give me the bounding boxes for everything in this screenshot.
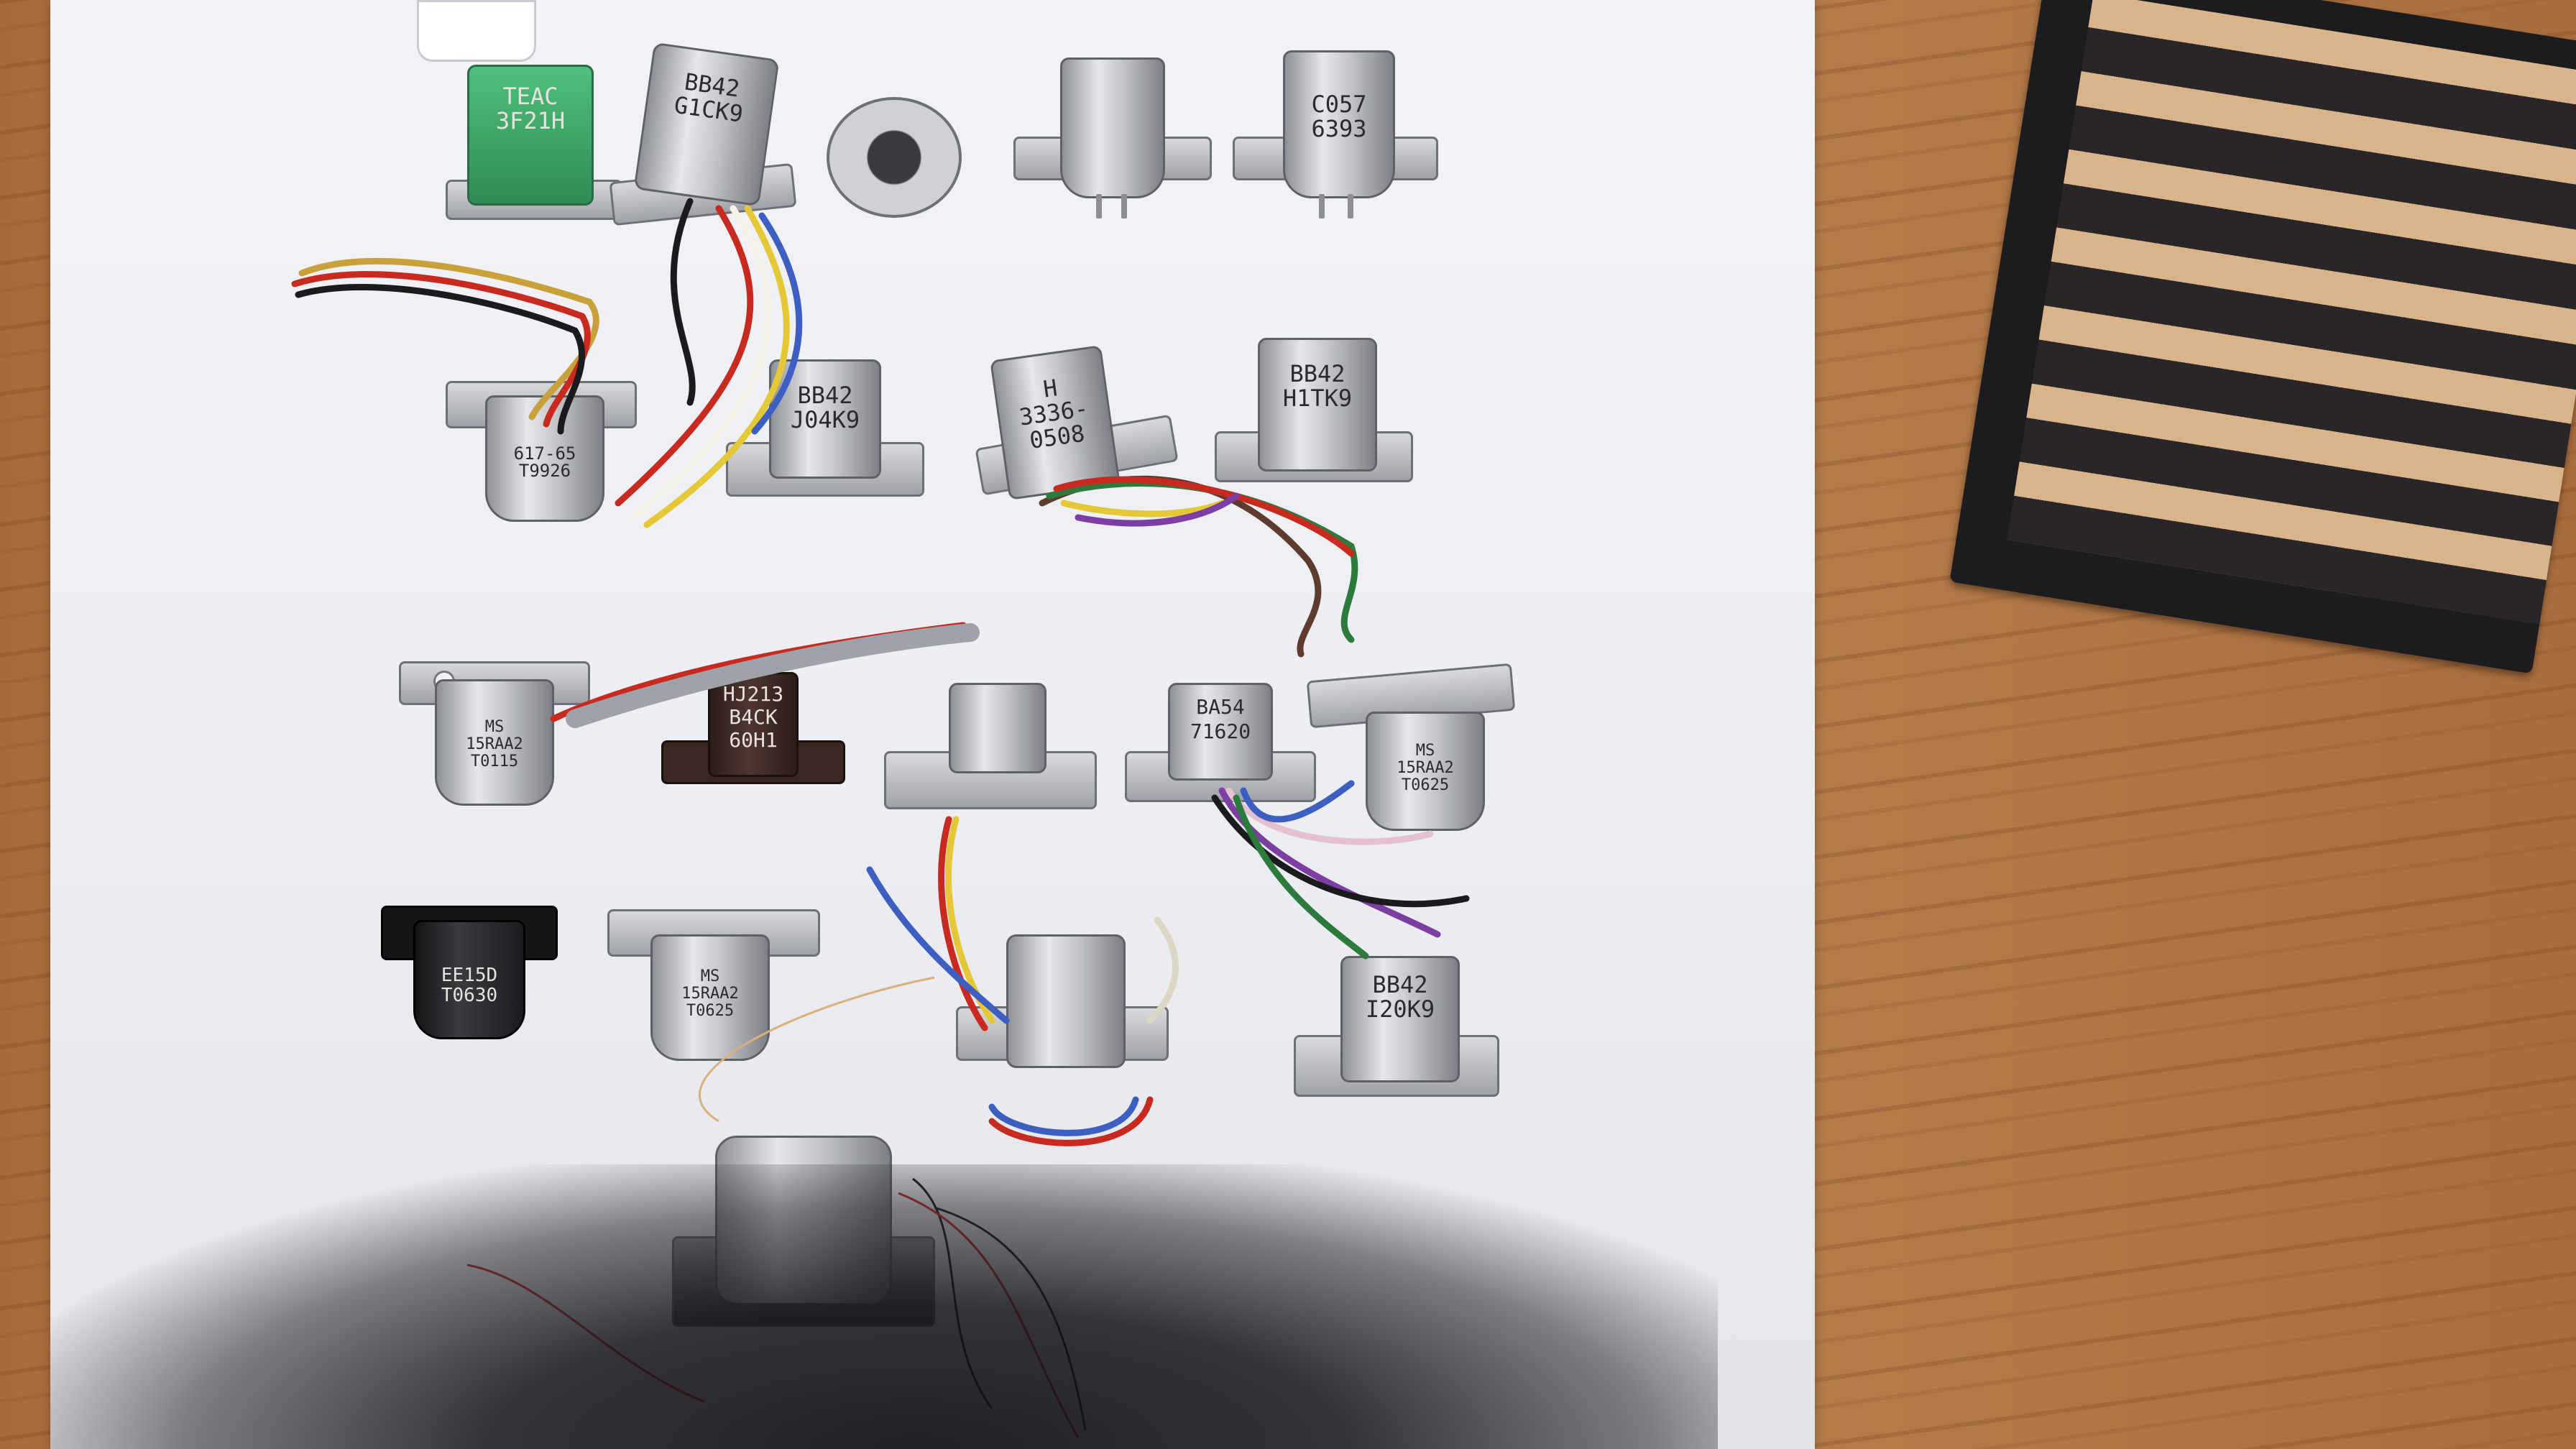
head-label: TEAC 3F21H: [495, 83, 566, 134]
camera-shadow: [50, 1164, 1718, 1449]
pin: [1121, 194, 1127, 218]
head-can: C057 6393: [1283, 50, 1395, 198]
head-label: MS 15RAA2 T0625: [1397, 742, 1454, 794]
head-can: BB42 I20K9: [1340, 956, 1460, 1082]
head-can: [1060, 58, 1165, 198]
head-label: 617-65 T9926: [513, 443, 576, 481]
head-can: BB42 H1TK9: [1258, 338, 1377, 472]
head-can: [1006, 934, 1126, 1068]
tape-head-bb42: BB42 H1TK9: [1215, 338, 1413, 510]
tape-head-bb42: BB42 I20K9: [1294, 956, 1499, 1128]
pin: [1096, 194, 1102, 218]
tape-head-ee15d: EE15D T0630: [381, 891, 558, 1042]
head-can: MS 15RAA2 T0625: [650, 934, 770, 1061]
tape-head-ms15raa2: MS 15RAA2 T0625: [1306, 663, 1516, 831]
head-label: MS 15RAA2 T0115: [466, 718, 523, 770]
pin: [1348, 194, 1353, 218]
head-can: MS 15RAA2 T0625: [1366, 712, 1485, 831]
head-label: BA54 71620: [1190, 695, 1251, 743]
head-label: EE15D T0630: [441, 965, 498, 1006]
head-label: HJ213 B4CK 60H1: [722, 682, 784, 752]
head-label: MS 15RAA2 T0625: [681, 967, 739, 1020]
head-can: BA54 71620: [1168, 683, 1273, 781]
head-label: BB42 I20K9: [1365, 971, 1435, 1023]
plastic-cover: [417, 0, 536, 62]
head-can: [949, 683, 1046, 773]
tape-head-ba54: BA54 71620: [1125, 683, 1316, 819]
head-can: TEAC 3F21H: [467, 65, 594, 206]
tape-head-c057: C057 6393: [1233, 50, 1438, 223]
tape-head-ms15raa2: MS 15RAA2 T0115: [399, 650, 590, 809]
round-head-mount: [827, 97, 962, 218]
head-can: HJ213 B4CK 60H1: [708, 672, 799, 777]
head-can: EE15D T0630: [413, 920, 525, 1039]
tape-head-ms15raa2: MS 15RAA2 T0625: [607, 902, 820, 1061]
pin: [1319, 194, 1325, 218]
tape-head-small: [884, 683, 1097, 812]
head-can: MS 15RAA2 T0115: [435, 679, 554, 806]
tape-head-blank: [1013, 58, 1212, 223]
head-label: BB42 J04K9: [790, 382, 860, 433]
head-label: C057 6393: [1311, 91, 1367, 142]
head-can: 617-65 T9926: [485, 395, 604, 522]
tape-head-teac: TEAC 3F21H: [446, 65, 622, 230]
head-label: BB42 H1TK9: [1282, 360, 1353, 412]
tape-head-hj213: HJ213 B4CK 60H1: [661, 661, 845, 805]
